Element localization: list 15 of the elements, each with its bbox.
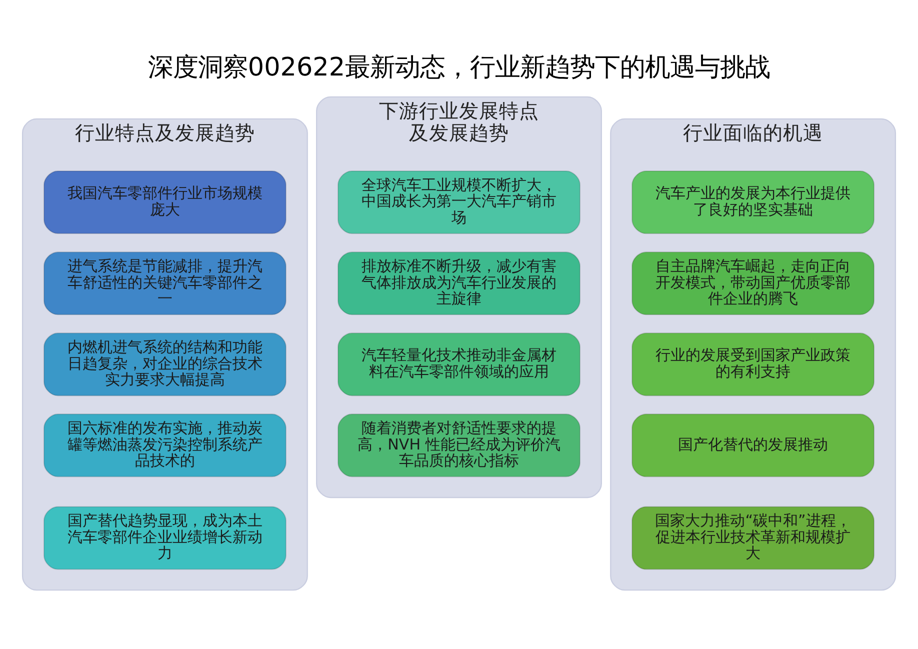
node-box: 国产替代趋势显现，成为本土汽车零部件企业业绩增长新动力 [43, 506, 286, 570]
node-box: 随着消费者对舒适性要求的提高，NVH 性能已经成为评价汽车品质的核心指标 [337, 413, 581, 477]
node-box: 国产化替代的发展推动 [632, 413, 875, 477]
node-box: 内燃机进气系统的结构和功能日趋复杂，对企业的综合技术实力要求大幅提高 [43, 332, 286, 396]
node-box: 行业的发展受到国家产业政策的有利支持 [632, 332, 875, 396]
node-box: 我国汽车零部件行业市场规模庞大 [43, 170, 286, 234]
node-box: 国六标准的发布实施，推动炭罐等燃油蒸发污染控制系统产品技术的 [43, 413, 286, 477]
node-box: 自主品牌汽车崛起，走向正向开发模式，带动国产优质零部件企业的腾飞 [632, 250, 875, 315]
node-box: 排放标准不断升级，减少有害气体排放成为汽车行业发展的主旋律 [337, 250, 581, 315]
node-box: 汽车轻量化技术推动非金属材料在汽车零部件领域的应用 [337, 332, 581, 396]
diagram-title: 深度洞察002622最新动态，行业新趋势下的机遇与挑战 [148, 52, 770, 82]
node-box: 汽车产业的发展为本行业提供了良好的坚实基础 [632, 170, 875, 234]
node-box: 进气系统是节能减排，提升汽车舒适性的关键汽车零部件之一 [43, 250, 286, 315]
node-box: 国家大力推动“碳中和”进程，促进本行业技术革新和规模扩大 [632, 506, 875, 570]
node-box: 全球汽车工业规模不断扩大，中国成长为第一大汽车产销市场 [337, 170, 581, 234]
